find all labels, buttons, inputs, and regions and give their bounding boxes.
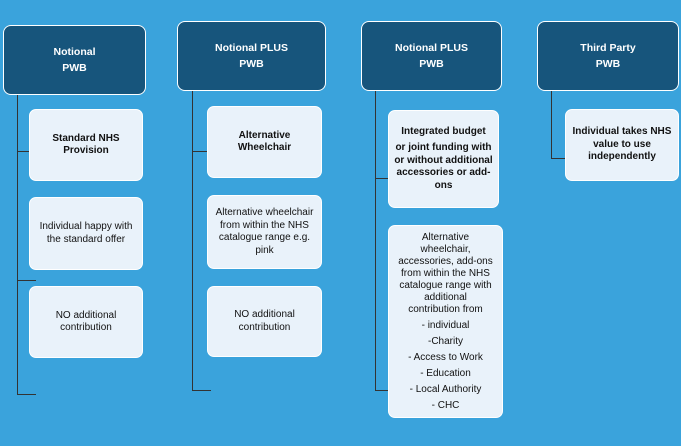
card-line: Provision — [63, 145, 109, 156]
column-header-notional-plus: Notional PLUS PWB — [361, 21, 502, 91]
card-line: contribution from — [408, 303, 483, 315]
connector-branch — [17, 394, 36, 395]
contribution-source: - individual — [421, 319, 470, 331]
column-header-notional: Notional PWB — [3, 25, 146, 95]
card-line: independently — [588, 151, 656, 163]
card-individual-happy: Individual happy with the standard offer — [29, 197, 143, 270]
card-individual-takes-nhs-value: Individual takes NHS value to use indepe… — [565, 109, 679, 181]
card-line: wheelchair, — [420, 243, 471, 255]
card-line: Alternative wheelchair — [215, 207, 314, 218]
card-line: contribution — [238, 321, 291, 333]
header-line: PWB — [62, 62, 87, 74]
card-line: Alternative — [238, 129, 291, 141]
header-line: PWB — [595, 58, 621, 70]
contribution-source: - Local Authority — [409, 383, 482, 395]
card-line: Individual happy with — [39, 221, 133, 232]
card-no-additional-contribution: NO additional contribution — [207, 286, 322, 357]
card-line: catalogue range with — [399, 279, 492, 291]
card-line: catalogue range e.g. — [218, 232, 311, 243]
connector-branch — [375, 178, 389, 179]
card-line: NO additional — [55, 309, 117, 321]
column-header-third-party: Third Party PWB — [537, 21, 679, 91]
card-line: accessories, add-ons — [398, 255, 493, 267]
card-line: from within the NHS — [220, 219, 309, 231]
connector-spine — [192, 91, 193, 391]
card-line: Individual takes NHS — [572, 126, 672, 138]
card-alternative-wheelchair: Alternative Wheelchair — [207, 106, 322, 178]
connector-branch — [192, 151, 208, 152]
card-line: the standard offer — [46, 233, 126, 245]
card-line: or joint funding with — [395, 142, 492, 154]
card-alternative-wheelchair-catalogue: Alternative wheelchair from within the N… — [207, 195, 322, 269]
contribution-source: - CHC — [431, 399, 460, 411]
contribution-source: -Charity — [427, 335, 463, 347]
card-line: Alternative — [421, 231, 470, 243]
card-line: Standard NHS — [52, 132, 120, 144]
connector-branch — [551, 158, 566, 159]
connector-spine — [551, 91, 552, 159]
connector-branch — [192, 390, 211, 391]
connector-spine — [17, 95, 18, 395]
card-line: ons — [434, 179, 453, 191]
card-line: from within the NHS — [401, 267, 490, 279]
card-line: pink — [255, 244, 274, 256]
card-line: Wheelchair — [237, 142, 292, 153]
card-standard-nhs-provision: Standard NHS Provision — [29, 109, 143, 181]
card-line: Integrated budget — [401, 125, 486, 137]
card-line: accessories or add- — [396, 167, 491, 179]
header-line: Notional — [53, 46, 96, 58]
card-line: additional — [424, 291, 467, 303]
card-no-additional-contribution: NO additional contribution — [29, 286, 143, 358]
card-line: NO additional — [234, 309, 295, 320]
column-header-notional-plus: Notional PLUS PWB — [177, 21, 326, 91]
header-line: PWB — [419, 58, 444, 70]
connector-branch — [17, 280, 36, 281]
header-line: Third Party — [580, 42, 636, 54]
card-line: or without additional — [394, 154, 493, 166]
connector-branch — [17, 151, 30, 152]
contribution-source: - Access to Work — [408, 351, 483, 363]
contribution-source: - Education — [420, 367, 471, 379]
card-integrated-budget: Integrated budget or joint funding with … — [388, 110, 499, 208]
card-line: value to use — [593, 138, 651, 150]
card-alternative-wheelchair-contributions: Alternative wheelchair, accessories, add… — [388, 225, 503, 418]
header-line: PWB — [239, 58, 264, 70]
header-line: Notional PLUS — [215, 42, 288, 54]
connector-spine — [375, 91, 376, 391]
card-line: contribution — [60, 322, 112, 333]
header-line: Notional PLUS — [395, 42, 468, 54]
connector-branch — [375, 390, 389, 391]
